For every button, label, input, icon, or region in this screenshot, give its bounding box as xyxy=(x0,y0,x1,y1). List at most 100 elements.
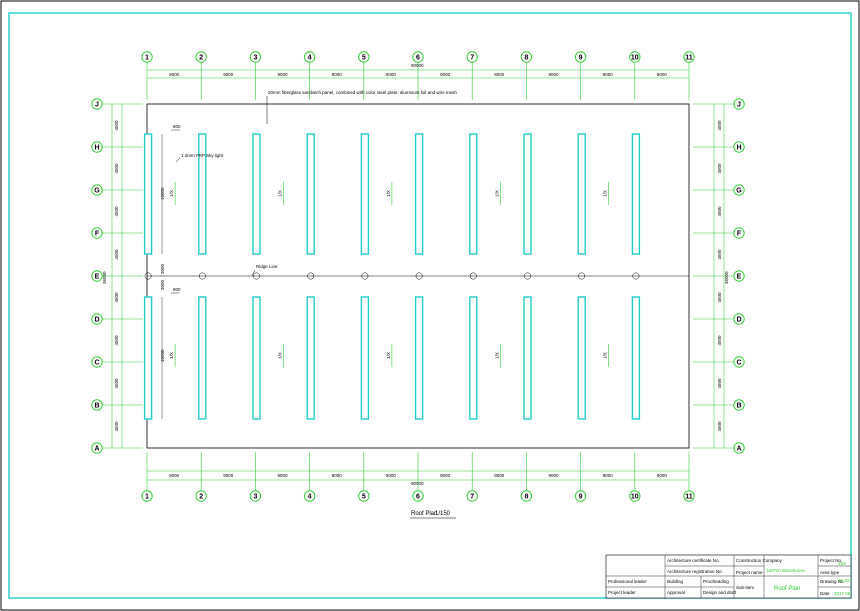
row-left-A-label: A xyxy=(94,446,99,453)
drawing-scale: 1/150 xyxy=(435,511,451,517)
tb-construction-company: Construction Company xyxy=(736,558,783,563)
tb-building: Building xyxy=(667,579,684,584)
column-top-1-label: 1 xyxy=(145,55,149,62)
ridge-label: Ridge Line xyxy=(256,264,278,269)
drawing-border xyxy=(8,12,852,599)
column-top-10-label: 10 xyxy=(631,55,639,62)
column-bottom-7-bubble xyxy=(466,490,478,502)
row-right-J-label: J xyxy=(737,102,741,109)
total-length-bottom: 90000 xyxy=(411,481,424,486)
column-top-6-bubble xyxy=(412,51,424,63)
skylight-bottom-3 xyxy=(252,296,261,420)
skylight-bottom-9 xyxy=(577,296,586,420)
column-spacing-bottom-4: 9000 xyxy=(386,473,397,478)
tb-approval: Approval xyxy=(667,590,685,595)
skylight-top-1 xyxy=(143,133,153,255)
skylight-bottom-4 xyxy=(306,296,315,420)
column-bottom-2-bubble xyxy=(195,490,207,502)
tb-design: Design and draft xyxy=(703,590,737,595)
skylight-top-3 xyxy=(252,133,261,255)
skylight-top-5 xyxy=(360,133,370,255)
column-bottom-7-label: 7 xyxy=(470,494,474,501)
column-bottom-4-bubble xyxy=(303,490,316,502)
skylight-leader xyxy=(175,157,181,163)
tb-project-no-label: Project No. xyxy=(820,558,842,563)
column-bottom-8-label: 8 xyxy=(524,494,528,501)
tb-professional-leader: Professional leader xyxy=(608,579,647,584)
column-bottom-11-bubble xyxy=(683,490,695,502)
column-top-5-bubble xyxy=(358,51,370,63)
column-top-2-bubble xyxy=(195,51,207,63)
total-length-top: 90000 xyxy=(411,63,424,68)
skylight-bottom-1 xyxy=(143,296,153,420)
skylight-top-7 xyxy=(469,133,478,255)
ridge-marker-8 xyxy=(524,272,531,280)
column-spacing-top-9: 9000 xyxy=(657,72,668,77)
row-right-B-bubble xyxy=(733,399,745,411)
column-top-10-bubble xyxy=(629,51,641,63)
ridge-marker-1 xyxy=(144,272,152,280)
row-spacing-left-7: 4500 xyxy=(114,421,119,432)
row-left-H-label: H xyxy=(94,145,99,152)
ridge-marker-10 xyxy=(632,272,640,280)
tb-checked: Proofreading xyxy=(703,579,729,584)
column-top-8-bubble xyxy=(520,51,533,63)
slope-label-bottom-4: 1/X xyxy=(603,352,608,359)
column-bottom-1-bubble xyxy=(141,490,153,502)
skylight-bottom-8 xyxy=(523,296,532,420)
column-spacing-bottom-2: 9000 xyxy=(277,473,288,478)
skylight-length-dim-top: 16000 xyxy=(160,187,165,200)
row-right-G-bubble xyxy=(733,184,745,196)
ridge-offset-dim-top: 3000 xyxy=(160,263,165,274)
tb-project-leader: Project leader xyxy=(608,590,636,595)
skylight-top-9 xyxy=(577,133,586,255)
row-spacing-right-6: 4500 xyxy=(717,378,722,389)
column-spacing-top-0: 9000 xyxy=(169,72,180,77)
column-top-2-label: 2 xyxy=(199,55,203,62)
row-left-C-label: C xyxy=(94,360,99,367)
column-top-5-label: 5 xyxy=(362,55,366,62)
column-spacing-top-6: 9000 xyxy=(494,72,505,77)
title-block: Architecture certificate No. Architectur… xyxy=(605,554,852,599)
row-right-E-label: E xyxy=(737,274,742,281)
column-spacing-bottom-3: 9000 xyxy=(332,473,343,478)
column-spacing-top-5: 9000 xyxy=(440,72,451,77)
column-spacing-top-1: 9000 xyxy=(223,72,234,77)
row-right-F-label: F xyxy=(737,231,742,238)
column-top-11-label: 11 xyxy=(685,55,693,62)
ridge-marker-7 xyxy=(469,272,477,280)
row-spacing-right-3: 4500 xyxy=(717,249,722,260)
column-spacing-bottom-6: 9000 xyxy=(494,473,505,478)
column-top-11-bubble xyxy=(683,51,695,63)
row-spacing-right-7: 4500 xyxy=(717,421,722,432)
total-width-right: 36000 xyxy=(724,271,729,284)
row-left-G-label: G xyxy=(94,188,100,195)
row-spacing-right-0: 4500 xyxy=(717,120,722,131)
roof-panel-note: 20mm fiberglass sandwich panel, combined… xyxy=(268,90,457,95)
column-spacing-top-2: 9000 xyxy=(277,72,288,77)
column-bottom-4-label: 4 xyxy=(308,494,312,501)
skylight-top-2 xyxy=(198,133,207,255)
tb-drawing-name: Roof Plan xyxy=(774,586,800,592)
ridge-marker-4 xyxy=(307,272,315,280)
row-spacing-left-3: 4500 xyxy=(114,249,119,260)
row-left-F-bubble xyxy=(91,227,103,239)
skylight-width-dim: 800 xyxy=(173,124,181,129)
row-right-C-bubble xyxy=(733,356,745,368)
column-bottom-3-label: 3 xyxy=(253,494,257,501)
column-top-6-label: 6 xyxy=(416,55,420,62)
row-left-D-bubble xyxy=(91,313,103,325)
column-bottom-1-label: 1 xyxy=(145,494,149,501)
skylight-bottom-6 xyxy=(414,296,424,420)
tb-area-type-value: JS8 xyxy=(838,561,846,566)
ridge-leader xyxy=(251,269,256,277)
row-left-J-label: J xyxy=(95,102,99,109)
row-spacing-left-2: 4500 xyxy=(114,206,119,217)
row-spacing-left-5: 4500 xyxy=(114,335,119,346)
row-spacing-left-1: 4500 xyxy=(114,163,119,174)
column-spacing-top-7: 9000 xyxy=(548,72,559,77)
column-top-7-label: 7 xyxy=(470,55,474,62)
column-top-3-bubble xyxy=(249,51,262,63)
column-spacing-bottom-9: 9000 xyxy=(657,473,668,478)
row-left-J-bubble xyxy=(91,98,103,110)
